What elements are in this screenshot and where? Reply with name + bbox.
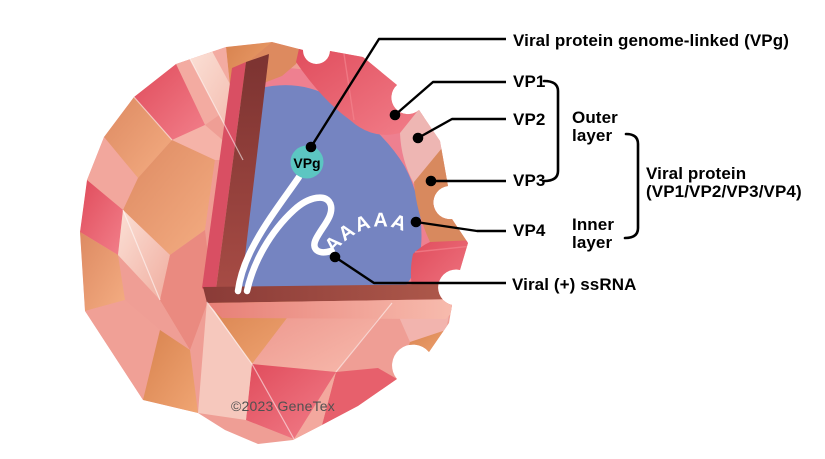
dot-vp1 [389, 109, 401, 121]
dot-ssrna [329, 251, 341, 263]
cut-floor-bevel [207, 299, 464, 319]
leader-lines [309, 37, 506, 285]
label-viral-protein: Viral protein (VP1/VP2/VP3/VP4) [646, 164, 802, 201]
cut-floor [203, 284, 464, 303]
cut-wall [202, 54, 269, 297]
label-vp4: VP4 [513, 221, 546, 240]
dot-vp2 [412, 132, 424, 144]
label-vp1: VP1 [513, 72, 546, 91]
watermark: ©2023 GeneTex [231, 398, 335, 414]
dot-vp3 [425, 175, 437, 187]
dot-vpg [305, 141, 317, 153]
vpg-badge-label: VPg [293, 155, 320, 171]
vpg-circle [290, 145, 324, 179]
leader-vp4 [415, 220, 506, 233]
vpg-badge: VPg [290, 145, 324, 179]
leader-ssrna [334, 256, 506, 285]
leader-vpg [309, 37, 506, 148]
rna-strand-vpg [234, 173, 303, 295]
leader-vp1 [394, 80, 506, 116]
brackets [542, 79, 640, 240]
dot-vp4 [410, 216, 422, 228]
label-vpg: Viral protein genome-linked (VPg) [513, 31, 789, 50]
capsid-facets-lower [198, 300, 452, 439]
label-vp3: VP3 [513, 171, 546, 190]
label-outer-layer: Outer layer [572, 108, 618, 145]
bracket-outer-layer [542, 79, 560, 183]
leader-dots [305, 109, 437, 263]
bracket-viral-protein [623, 132, 640, 240]
leader-vp2 [417, 117, 506, 140]
label-vp2: VP2 [513, 110, 546, 129]
facet-seams [122, 58, 393, 440]
label-inner-layer: Inner layer [572, 215, 615, 252]
rna-strand-hairpin [243, 194, 335, 295]
rna-strands [234, 173, 335, 295]
label-ssrna: Viral (+) ssRNA [512, 275, 637, 294]
